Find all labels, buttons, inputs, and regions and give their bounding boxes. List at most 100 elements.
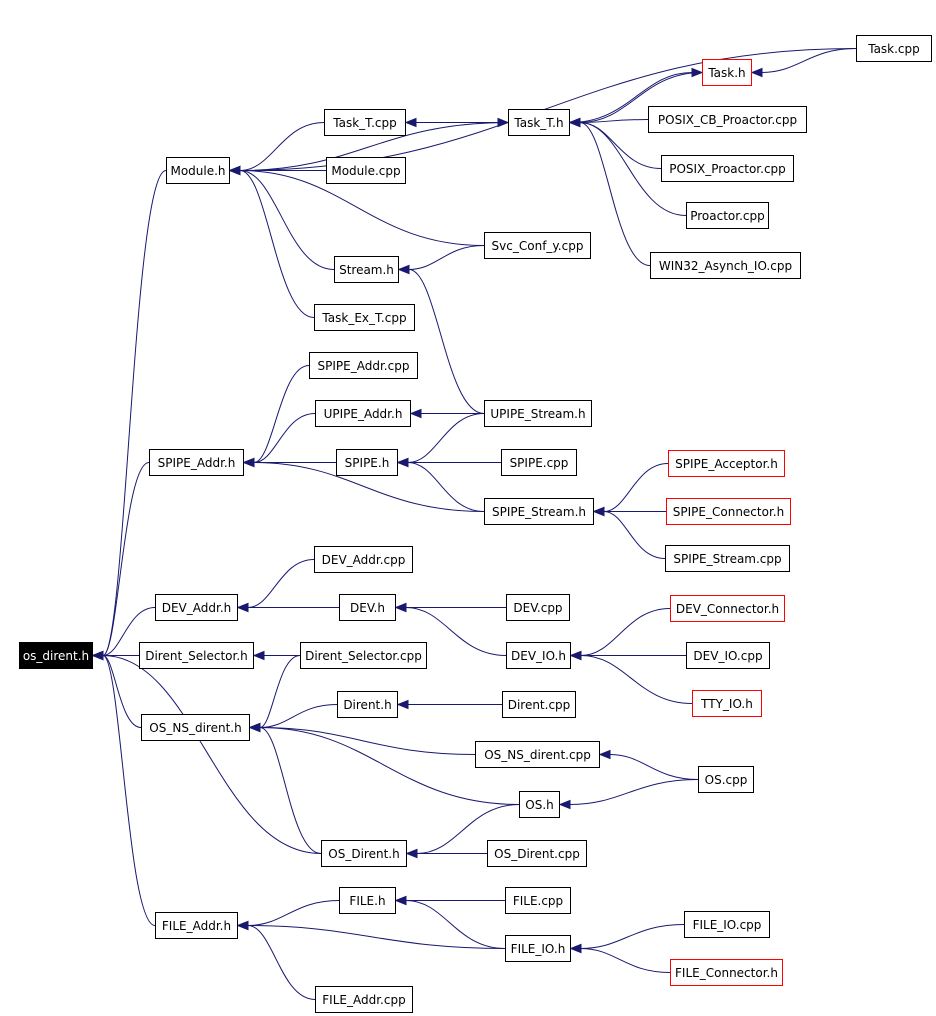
node-task-t-h[interactable]: Task_T.h bbox=[508, 109, 570, 136]
node-os-cpp[interactable]: OS.cpp bbox=[698, 766, 754, 793]
node-label: FILE.cpp bbox=[512, 893, 564, 908]
node-file-connector-h[interactable]: FILE_Connector.h bbox=[670, 959, 783, 986]
node-stream-h[interactable]: Stream.h bbox=[334, 256, 399, 283]
node-label: Svc_Conf_y.cpp bbox=[491, 238, 584, 253]
node-file-addr-h[interactable]: FILE_Addr.h bbox=[155, 912, 238, 939]
node-dev-addr-cpp[interactable]: DEV_Addr.cpp bbox=[314, 546, 413, 573]
node-dev-cpp[interactable]: DEV.cpp bbox=[506, 594, 570, 621]
node-dirent-cpp[interactable]: Dirent.cpp bbox=[502, 691, 576, 718]
edge-dirent-h-to-os-ns-dirent-h bbox=[259, 704, 338, 728]
node-label: OS_NS_dirent.h bbox=[149, 720, 242, 735]
edge-os-h-to-os-dirent-h2 bbox=[416, 804, 520, 854]
node-dirent-selector-h[interactable]: Dirent_Selector.h bbox=[139, 642, 254, 669]
node-dev-connector-h[interactable]: DEV_Connector.h bbox=[670, 595, 785, 622]
edge-arrowhead bbox=[394, 602, 407, 613]
node-dev-addr-h[interactable]: DEV_Addr.h bbox=[155, 594, 238, 621]
node-os-dirent-cpp[interactable]: OS_Dirent.cpp bbox=[487, 840, 587, 867]
node-label: DEV_Addr.cpp bbox=[321, 552, 406, 567]
node-label: FILE_Addr.cpp bbox=[322, 992, 406, 1007]
edge-spipe-acceptor-h-to-spipe-stream-h bbox=[603, 463, 669, 512]
node-spipe-h[interactable]: SPIPE.h bbox=[336, 449, 398, 476]
edge-arrowhead bbox=[409, 408, 422, 419]
node-tty-io-h[interactable]: TTY_IO.h bbox=[692, 690, 762, 717]
node-task-t-cpp[interactable]: Task_T.cpp bbox=[324, 109, 406, 136]
edge-spipe-stream-h-to-spipe-addr-h bbox=[253, 462, 485, 512]
node-module-cpp[interactable]: Module.cpp bbox=[326, 157, 406, 184]
node-proactor-cpp[interactable]: Proactor.cpp bbox=[686, 202, 769, 229]
edge-arrowhead bbox=[405, 848, 418, 859]
edge-spipe-addr-cpp-to-spipe-addr-h bbox=[253, 365, 310, 463]
edge-arrowhead bbox=[228, 165, 241, 176]
edge-posix-cb-proactor-cpp-to-task-t-h bbox=[579, 119, 649, 123]
node-label: FILE_IO.h bbox=[510, 941, 566, 956]
edge-arrowhead bbox=[236, 602, 249, 613]
node-spipe-stream-h[interactable]: SPIPE_Stream.h bbox=[484, 498, 594, 525]
node-spipe-addr-cpp[interactable]: SPIPE_Addr.cpp bbox=[309, 352, 418, 379]
node-label: DEV.h bbox=[350, 600, 385, 615]
node-label: Task_T.cpp bbox=[333, 115, 397, 130]
edge-win32-asynch-io-cpp-to-task-t-h bbox=[579, 122, 651, 266]
node-os-ns-dirent-cpp[interactable]: OS_NS_dirent.cpp bbox=[475, 741, 600, 768]
node-file-io-h[interactable]: FILE_IO.h bbox=[505, 935, 571, 962]
edge-file-io-cpp-to-file-io-h bbox=[580, 924, 685, 949]
node-label: DEV_Addr.h bbox=[161, 600, 232, 615]
edge-file-addr-cpp-to-file-addr-h bbox=[247, 925, 316, 1000]
node-label: DEV_IO.cpp bbox=[693, 648, 763, 663]
node-task-h[interactable]: Task.h bbox=[702, 59, 752, 86]
node-label: DEV.cpp bbox=[513, 600, 563, 615]
node-spipe-stream-cpp[interactable]: SPIPE_Stream.cpp bbox=[665, 545, 790, 572]
node-spipe-acceptor-h[interactable]: SPIPE_Acceptor.h bbox=[668, 450, 785, 477]
node-os-dirent-h2[interactable]: OS_Dirent.h bbox=[321, 840, 407, 867]
node-posix-cb-proactor-cpp[interactable]: POSIX_CB_Proactor.cpp bbox=[648, 106, 807, 133]
node-os-h[interactable]: OS.h bbox=[519, 791, 560, 818]
node-task-cpp[interactable]: Task.cpp bbox=[856, 35, 932, 62]
edge-arrowhead bbox=[396, 699, 409, 710]
node-label: FILE_IO.cpp bbox=[692, 917, 762, 932]
node-os-ns-dirent-h[interactable]: OS_NS_dirent.h bbox=[141, 714, 250, 741]
node-file-h[interactable]: FILE.h bbox=[339, 887, 396, 914]
node-label: Dirent_Selector.cpp bbox=[305, 648, 422, 663]
edge-upipe-stream-h-to-stream-h bbox=[408, 269, 485, 414]
node-upipe-stream-h[interactable]: UPIPE_Stream.h bbox=[484, 400, 592, 427]
edge-file-connector-h-to-file-io-h bbox=[580, 948, 671, 973]
edge-task-t-h-to-module-h bbox=[239, 122, 509, 171]
node-label: SPIPE_Stream.cpp bbox=[673, 551, 782, 566]
node-label: OS_Dirent.h bbox=[328, 846, 400, 861]
edge-arrowhead bbox=[248, 722, 261, 733]
node-file-addr-cpp[interactable]: FILE_Addr.cpp bbox=[315, 986, 413, 1013]
node-label: OS.cpp bbox=[704, 772, 748, 787]
node-dirent-h[interactable]: Dirent.h bbox=[337, 691, 398, 718]
node-label: OS_Dirent.cpp bbox=[494, 846, 580, 861]
node-win32-asynch-io-cpp[interactable]: WIN32_Asynch_IO.cpp bbox=[650, 252, 801, 279]
node-dev-h[interactable]: DEV.h bbox=[339, 594, 396, 621]
node-spipe-cpp[interactable]: SPIPE.cpp bbox=[501, 449, 577, 476]
node-svc-conf-y-cpp[interactable]: Svc_Conf_y.cpp bbox=[484, 232, 591, 259]
node-spipe-connector-h[interactable]: SPIPE_Connector.h bbox=[666, 498, 791, 525]
node-dev-io-cpp[interactable]: DEV_IO.cpp bbox=[686, 642, 770, 669]
node-upipe-addr-h[interactable]: UPIPE_Addr.h bbox=[315, 400, 411, 427]
edge-stream-h-to-module-h bbox=[239, 170, 335, 270]
node-posix-proactor-cpp[interactable]: POSIX_Proactor.cpp bbox=[661, 155, 794, 182]
node-label: os_dirent.h bbox=[22, 648, 90, 663]
node-dirent-selector-cpp[interactable]: Dirent_Selector.cpp bbox=[300, 642, 427, 669]
node-label: SPIPE_Stream.h bbox=[491, 504, 587, 519]
node-file-cpp[interactable]: FILE.cpp bbox=[505, 887, 571, 914]
node-task-ex-t-cpp[interactable]: Task_Ex_T.cpp bbox=[314, 304, 415, 331]
edge-arrowhead bbox=[91, 650, 104, 661]
node-label: SPIPE.cpp bbox=[509, 455, 569, 470]
edge-arrowhead bbox=[598, 749, 611, 760]
edge-dev-connector-h-to-dev-io-h bbox=[580, 608, 671, 656]
node-file-io-cpp[interactable]: FILE_IO.cpp bbox=[684, 911, 770, 938]
edge-arrowhead bbox=[396, 457, 409, 468]
edge-arrowhead bbox=[558, 799, 571, 810]
node-label: SPIPE_Addr.cpp bbox=[317, 358, 410, 373]
node-module-h[interactable]: Module.h bbox=[166, 157, 230, 184]
edge-arrowhead bbox=[569, 650, 582, 661]
edge-spipe-stream-cpp-to-spipe-stream-h bbox=[603, 511, 666, 559]
edge-arrowhead bbox=[394, 895, 407, 906]
node-os-dirent-h[interactable]: os_dirent.h bbox=[19, 642, 93, 669]
node-spipe-addr-h[interactable]: SPIPE_Addr.h bbox=[149, 449, 244, 476]
edge-file-h-to-file-addr-h bbox=[247, 900, 340, 926]
node-label: UPIPE_Stream.h bbox=[490, 406, 586, 421]
node-dev-io-h[interactable]: DEV_IO.h bbox=[506, 642, 571, 669]
